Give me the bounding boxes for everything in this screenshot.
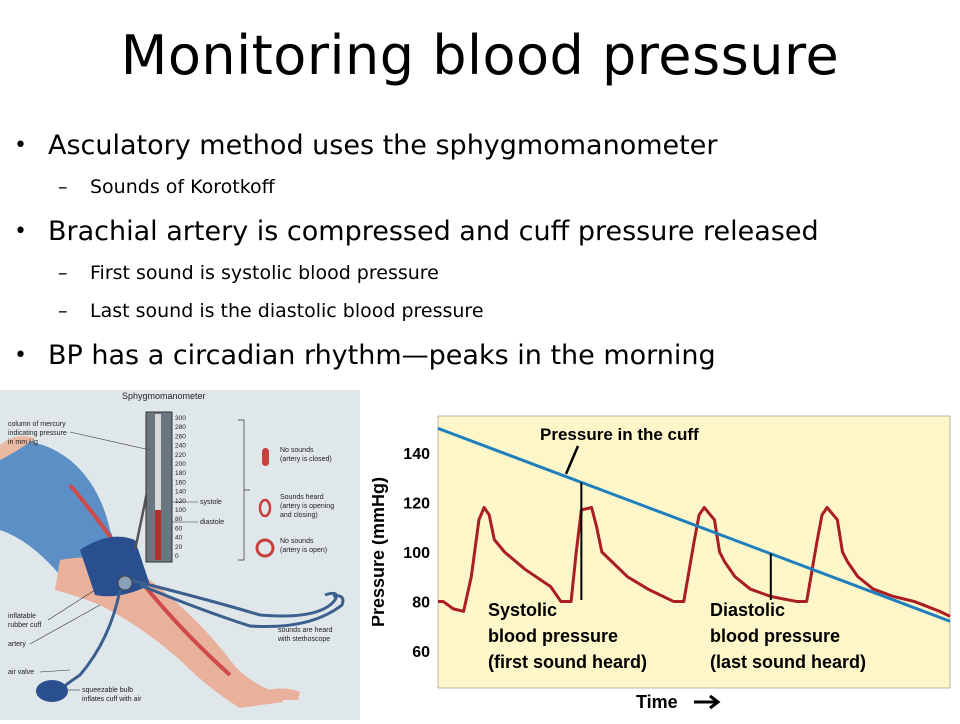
y-tick-label: 120 [403, 496, 430, 513]
annotation-text: blood pressure [488, 626, 618, 646]
label-cuff-1: inflatable [8, 613, 36, 620]
stethoscope-head [117, 575, 133, 591]
scale-tick-label: 80 [175, 516, 183, 523]
arm-shape [55, 557, 283, 708]
label-open-2: (artery is open) [280, 547, 327, 554]
bullet-item: • BP has a circadian rhythm—peaks in the … [14, 334, 954, 378]
scale-tick-label: 20 [175, 544, 183, 551]
bullet-item: • Asculatory method uses the sphygmomanom… [14, 124, 954, 168]
scale-tick-label: 60 [175, 525, 183, 532]
y-tick-label: 60 [412, 644, 430, 661]
cuff-label-pointer [564, 445, 580, 475]
sub-bullet-item: –Last sound is the diastolic blood press… [14, 292, 954, 330]
scale-tick-label: 40 [175, 535, 183, 542]
annotation-text: (last sound heard) [710, 652, 866, 672]
dash-icon: – [58, 300, 68, 322]
label-steth-2: with stethoscope [277, 636, 330, 643]
label-artery: artery [8, 641, 26, 648]
label-mercury-3: in mm Hg [8, 439, 38, 446]
cuff-pressure-line [437, 426, 951, 623]
label-closed-2: (artery is closed) [280, 456, 332, 463]
hand-shape [268, 688, 300, 700]
sub-bullet-item: –First sound is systolic blood pressure [14, 254, 954, 292]
cuff-series-label: Pressure in the cuff [540, 425, 699, 444]
annotation-text: blood pressure [710, 626, 840, 646]
arterial-pressure-line [438, 505, 951, 618]
bullet-icon: • [14, 219, 27, 244]
bullet-icon: • [14, 343, 27, 368]
x-axis-label: Time [636, 692, 678, 712]
mercury-tube [155, 414, 161, 560]
label-open-1: No sounds [280, 538, 314, 545]
shoulder-shape [0, 442, 118, 575]
bullet-item: • Brachial artery is compressed and cuff … [14, 210, 954, 254]
artery-opening-icon [258, 498, 272, 518]
y-axis-label: Pressure (mmHg) [372, 477, 388, 627]
label-steth-1: sounds are heard [278, 627, 333, 634]
stethoscope-tube-2 [139, 583, 345, 629]
label-diastole: diastole [200, 519, 224, 526]
bullet-list: • Asculatory method uses the sphygmomanom… [14, 124, 954, 378]
dash-icon: – [58, 262, 68, 284]
mercury-level [155, 510, 161, 560]
scale-tick-label: 220 [175, 452, 186, 459]
slide-title: Monitoring blood pressure [120, 24, 840, 87]
label-mercury-2: indicating pressure [8, 430, 67, 437]
annotation-text: (first sound heard) [488, 652, 647, 672]
y-tick-label: 80 [412, 594, 430, 611]
scale-tick-label: 260 [175, 433, 186, 440]
label-closed-1: No sounds [280, 447, 314, 454]
dash-icon: – [58, 176, 68, 198]
label-opening-3: and closing) [280, 512, 318, 519]
annotation-text: Systolic [488, 600, 557, 620]
bullet-icon: • [14, 133, 27, 158]
scale-tick-label: 160 [175, 479, 186, 486]
fig-title: Sphygmomanometer [122, 391, 206, 401]
time-arrow-icon [694, 694, 721, 710]
label-bulb-1: squeezable bulb [82, 687, 133, 694]
label-systole: systole [200, 499, 222, 506]
scale-tick-label: 120 [175, 498, 186, 505]
scale-tick-label: 280 [175, 424, 186, 431]
label-cuff-2: rubber cuff [8, 622, 41, 629]
label-bulb-2: inflates cuff with air [82, 696, 142, 703]
pressure-chart: Pressure (mmHg) 60 80 100 120 140 Systolic bl… [368, 402, 960, 720]
scale-tick-label: 240 [175, 443, 186, 450]
bullet-text: Brachial artery is compressed and cuff p… [48, 216, 819, 247]
scale-tick-label: 300 [175, 415, 186, 422]
scale-tick-label: 100 [175, 507, 186, 514]
sub-bullet-text: Sounds of Korotkoff [90, 176, 275, 198]
label-opening-2: (artery is opening [280, 503, 334, 510]
y-tick-label: 100 [403, 545, 430, 562]
pressure-chart-svg: Pressure (mmHg) 60 80 100 120 140 Systolic bl… [368, 415, 951, 712]
y-tick-label: 140 [403, 446, 430, 463]
scale-tick-label: 140 [175, 489, 186, 496]
scale-tick-label: 0 [175, 553, 179, 560]
manometer-scale: 3002802602402202001801601401201008060402… [175, 415, 186, 560]
bullet-text: BP has a circadian rhythm—peaks in the m… [48, 340, 716, 371]
sphygmomanometer-illustration: Sphygmomanometer 30028026024022020018016… [0, 391, 345, 708]
artery-open-icon [255, 538, 275, 558]
label-mercury-1: column of mercury [8, 421, 66, 428]
label-opening-1: Sounds heard [280, 494, 324, 501]
bullet-text: Asculatory method uses the sphygmomanome… [48, 130, 718, 161]
sub-bullet-text: First sound is systolic blood pressure [90, 262, 439, 284]
neck-shape [0, 436, 35, 460]
sub-bullet-item: –Sounds of Korotkoff [14, 168, 954, 206]
scale-tick-label: 200 [175, 461, 186, 468]
annotation-text: Diastolic [710, 600, 785, 620]
scale-tick-label: 180 [175, 470, 186, 477]
artery-closed-icon [262, 448, 269, 466]
label-valve: air valve [8, 669, 34, 676]
bulb-shape [36, 680, 68, 702]
sub-bullet-text: Last sound is the diastolic blood pressu… [90, 300, 484, 322]
